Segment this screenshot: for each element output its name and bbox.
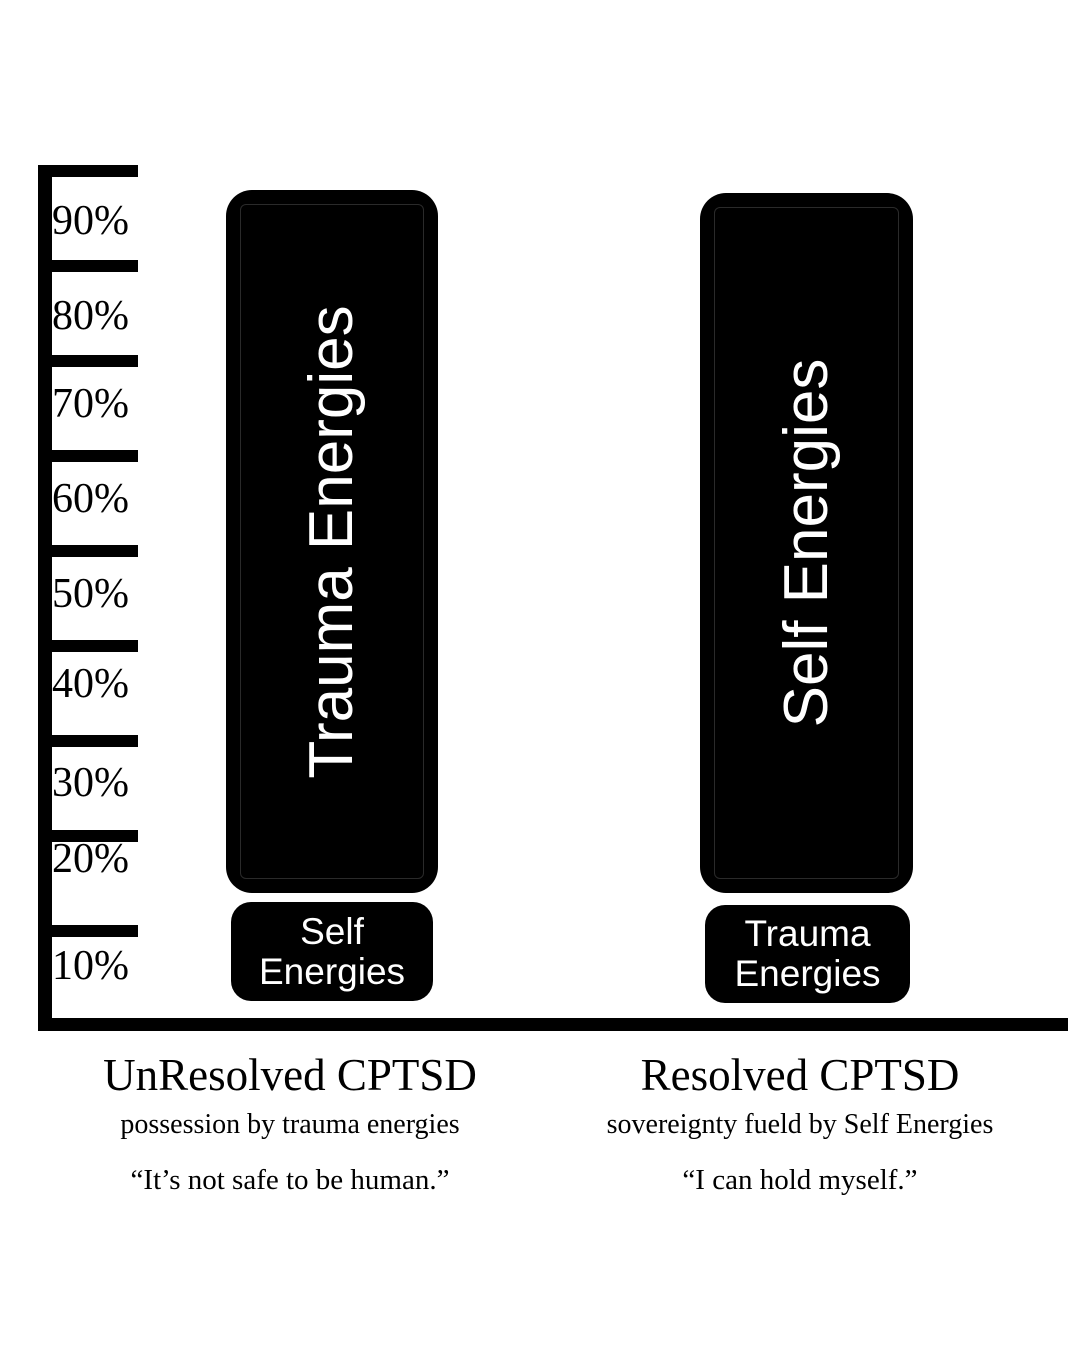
caption-title-unresolved: UnResolved CPTSD — [103, 1050, 477, 1100]
y-axis-label-80: 80% — [52, 293, 129, 339]
y-axis-tick-20 — [38, 830, 138, 842]
y-axis-label-20: 20% — [52, 836, 129, 882]
bar-label-trauma-energies: Trauma Energies — [297, 304, 366, 779]
y-axis-tick-30 — [38, 735, 138, 747]
y-axis-tick-60 — [38, 450, 138, 462]
caption-subtitle-unresolved: possession by trauma energies — [120, 1109, 460, 1140]
caption-column-resolved: Resolved CPTSD sovereignty fueld by Self… — [540, 1038, 1080, 1258]
caption-title-resolved: Resolved CPTSD — [640, 1050, 960, 1100]
y-axis-tick-40 — [38, 640, 138, 652]
bar-chart: 90% 80% 70% 60% 50% 40% 30% 20% 10% Trau… — [38, 165, 1068, 1031]
caption-quote-resolved: “I can hold myself.” — [682, 1164, 918, 1196]
x-axis-baseline — [38, 1018, 1068, 1031]
y-axis-tick-70 — [38, 355, 138, 367]
bar-label-line-2: Energies — [734, 953, 881, 994]
caption-subtitle-resolved: sovereignty fueld by Self Energies — [606, 1109, 994, 1140]
y-axis-label-10: 10% — [52, 943, 129, 989]
bar-label-line-2: Energies — [258, 950, 406, 992]
y-axis-line — [38, 165, 52, 1031]
caption-column-unresolved: UnResolved CPTSD possession by trauma en… — [0, 1038, 540, 1258]
bar-unresolved-self-energies[interactable]: Self Energies — [231, 902, 433, 1001]
y-axis-label-40: 40% — [52, 661, 129, 707]
y-axis-tick-50 — [38, 545, 138, 557]
bar-label-trauma-energies: Trauma Energies — [705, 914, 910, 994]
y-axis-label-70: 70% — [52, 381, 129, 427]
y-axis-tick-90 — [38, 165, 138, 177]
bar-unresolved-trauma-energies[interactable]: Trauma Energies — [226, 190, 438, 893]
bar-resolved-trauma-energies[interactable]: Trauma Energies — [705, 905, 910, 1003]
y-axis-label-60: 60% — [52, 476, 129, 522]
bar-resolved-self-energies[interactable]: Self Energies — [700, 193, 913, 893]
bar-label-self-energies: Self Energies — [771, 358, 841, 728]
caption-quote-unresolved: “It’s not safe to be human.” — [130, 1164, 450, 1196]
y-axis-tick-80 — [38, 260, 138, 272]
captions: UnResolved CPTSD possession by trauma en… — [0, 1038, 1080, 1258]
y-axis-label-30: 30% — [52, 760, 129, 806]
bar-label-line-1: Self — [300, 910, 364, 952]
bar-label-self-energies: Self Energies — [231, 910, 433, 992]
y-axis-tick-10 — [38, 925, 138, 937]
y-axis-label-90: 90% — [52, 198, 129, 244]
bar-label-line-1: Trauma — [744, 913, 871, 954]
y-axis-label-50: 50% — [52, 571, 129, 617]
